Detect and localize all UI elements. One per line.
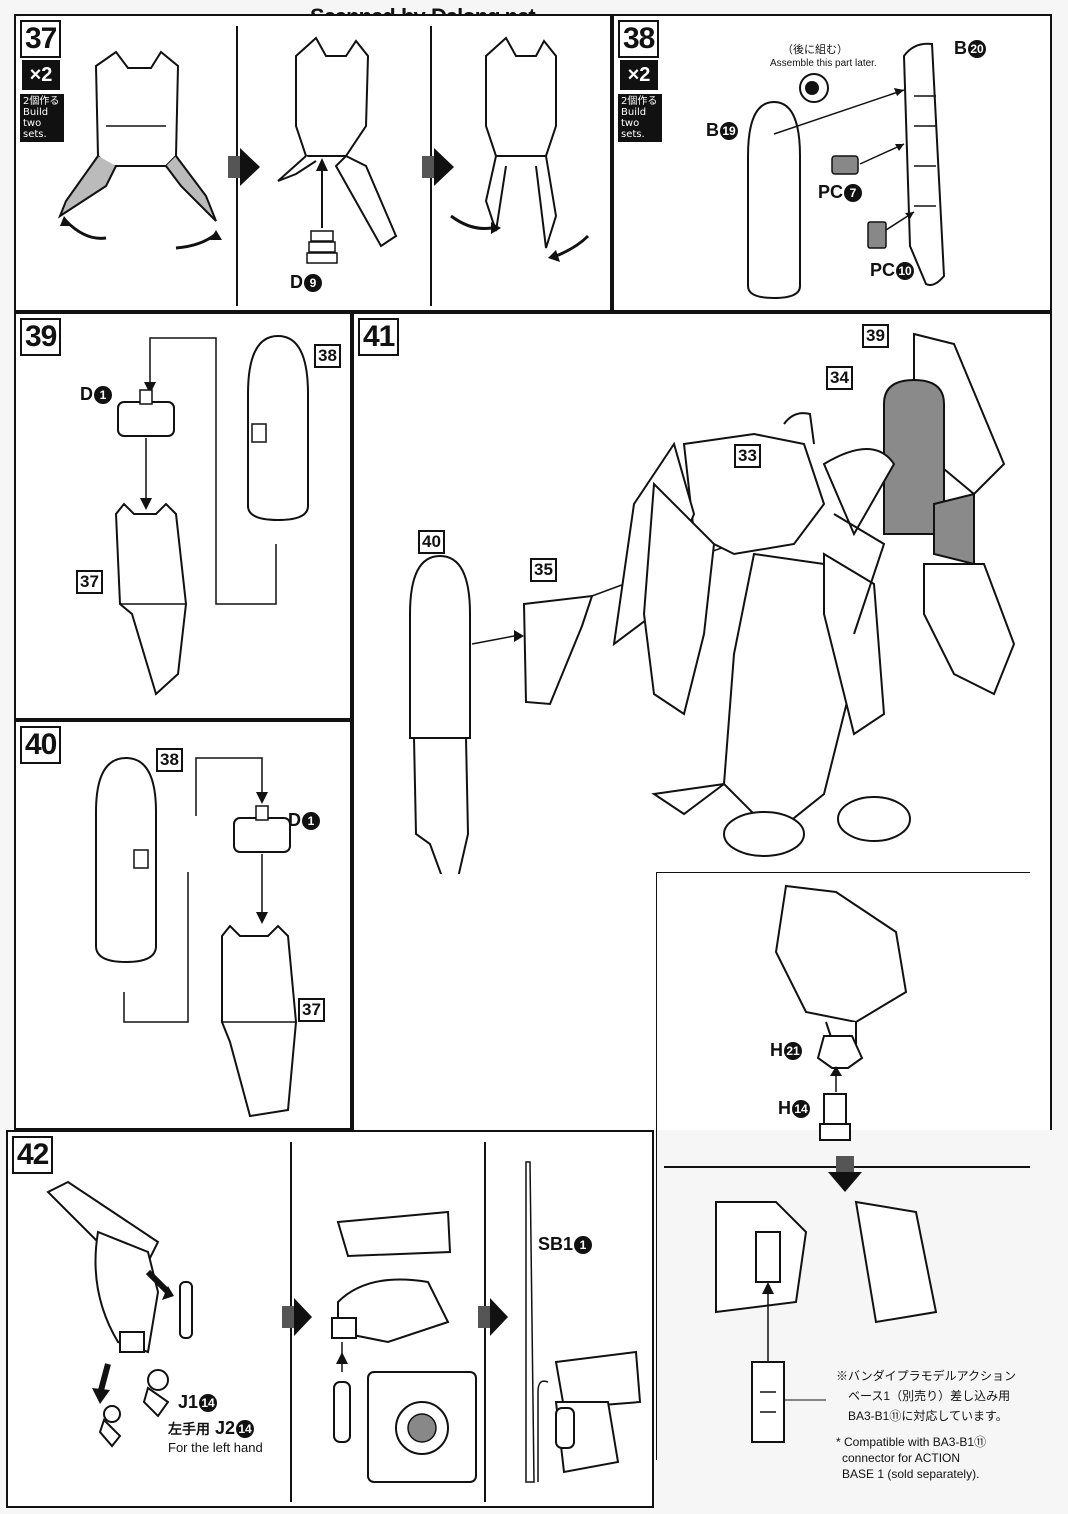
compat-note-en-3: BASE 1 (sold separately). bbox=[842, 1467, 980, 1481]
step-38-illustration bbox=[747, 42, 946, 300]
build-two-note: 2個作る Build two sets. bbox=[20, 94, 64, 142]
ref-step-37: 37 bbox=[298, 998, 325, 1022]
step-37-panel: 37 ×2 2個作る Build two sets. bbox=[14, 14, 612, 312]
note-en: Build two sets. bbox=[23, 107, 49, 140]
step-42-panel: 42 bbox=[6, 1130, 654, 1508]
ref-step-38: 38 bbox=[314, 344, 341, 368]
note-jp: 2個作る bbox=[23, 96, 60, 107]
note-jp: 2個作る bbox=[621, 96, 658, 107]
ref-step-39: 39 bbox=[862, 324, 889, 348]
compat-note-jp-3: BA3-B1⑪に対応しています。 bbox=[848, 1409, 1008, 1423]
step-number: 37 bbox=[20, 20, 62, 58]
step-40-illustration bbox=[95, 756, 298, 1118]
ref-step-38: 38 bbox=[156, 748, 183, 772]
step-number: 40 bbox=[20, 726, 62, 764]
step-39-illustration bbox=[114, 334, 309, 696]
compat-note-en-2: connector for ACTION bbox=[842, 1451, 961, 1465]
step-41-panel: 41 3 bbox=[352, 312, 1052, 1130]
divider bbox=[656, 872, 1030, 873]
assemble-later-en: Assemble this part later. bbox=[770, 58, 877, 69]
step-number: 42 bbox=[12, 1136, 54, 1174]
ref-step-33: 33 bbox=[734, 444, 761, 468]
multiplier-badge: ×2 bbox=[22, 60, 60, 90]
compat-note-jp-1: ※バンダイプラモデルアクション bbox=[836, 1369, 1017, 1383]
step-number: 39 bbox=[20, 318, 62, 356]
divider bbox=[656, 872, 657, 1460]
left-hand-note: For the left hand bbox=[168, 1440, 263, 1455]
assemble-later-jp: （後に組む） bbox=[782, 44, 848, 56]
step-42-illustration bbox=[46, 1161, 642, 1483]
step-37-illustration bbox=[57, 36, 590, 264]
compat-note-jp-2: ベース1（別売り）差し込み用 bbox=[848, 1389, 1011, 1403]
multiplier-badge: ×2 bbox=[620, 60, 658, 90]
ref-step-35: 35 bbox=[530, 558, 557, 582]
step-number: 38 bbox=[618, 20, 660, 58]
base-connector-illustration bbox=[715, 884, 938, 1443]
compat-note-en-1: * Compatible with BA3-B1⑪ bbox=[836, 1435, 987, 1449]
step-38-panel: 38 ×2 2個作る Build two sets. （後に組む） Assemb… bbox=[612, 14, 1052, 312]
step-number: 41 bbox=[358, 318, 400, 356]
ref-step-37: 37 bbox=[76, 570, 103, 594]
note-en: Build two sets. bbox=[621, 107, 647, 140]
ref-step-40: 40 bbox=[418, 530, 445, 554]
step-41-illustration bbox=[409, 332, 1016, 874]
build-two-note: 2個作る Build two sets. bbox=[618, 94, 662, 142]
ref-step-34: 34 bbox=[826, 366, 853, 390]
